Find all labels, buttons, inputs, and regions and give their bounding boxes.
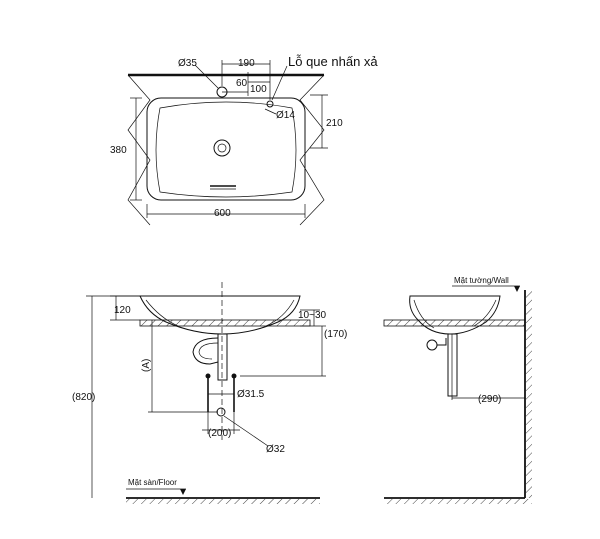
- dim-d31-5: Ø31.5: [237, 389, 265, 400]
- dim-120: 120: [114, 305, 131, 316]
- flush-hole-label: Lỗ que nhấn xả: [288, 54, 378, 69]
- side-drain-pipe: [447, 333, 458, 397]
- basin-profile-front: [139, 295, 301, 335]
- dim-60: 60: [236, 78, 248, 89]
- front-view: 120 10~30 (170) (A) (820) Ø31.5 (200) Ø3…: [72, 282, 347, 504]
- top-view: Ø35 190 60 100 Ø14 210 380 600 Lỗ que nh…: [110, 54, 378, 226]
- top-counter-break-left: [127, 74, 151, 226]
- front-countertop: [139, 319, 311, 327]
- dim-10-30: 10~30: [298, 310, 327, 321]
- basin-outer-top: [146, 97, 306, 201]
- dim-290: (290): [478, 394, 501, 405]
- front-trap: [192, 337, 219, 365]
- side-view: Mặt tường/Wall (290): [383, 276, 532, 504]
- dim-170: (170): [324, 329, 347, 340]
- top-counter-break-right: [299, 74, 325, 226]
- front-outlet: [216, 407, 226, 417]
- basin-profile-side: [409, 295, 501, 335]
- dim-d32: Ø32: [266, 444, 285, 455]
- dim-380: 380: [110, 145, 127, 156]
- dim-600: 600: [214, 208, 231, 219]
- front-drain-pipe: [217, 333, 228, 381]
- side-trap: [426, 339, 438, 351]
- dim-200: (200): [208, 428, 231, 439]
- floor-label: Mặt sàn/Floor: [128, 478, 177, 487]
- flush-hole: [266, 100, 274, 108]
- dim-a: (A): [141, 359, 152, 372]
- side-countertop: [383, 319, 526, 327]
- dim-d35: Ø35: [178, 58, 197, 69]
- dim-100: 100: [250, 84, 267, 95]
- drain-inner-circle: [217, 143, 227, 153]
- dim-210: 210: [326, 118, 343, 129]
- dim-820: (820): [72, 392, 95, 403]
- wall-label: Mặt tường/Wall: [454, 276, 509, 285]
- drain-outer-circle: [213, 139, 231, 157]
- dim-d14: Ø14: [276, 110, 295, 121]
- basin-inner-top: [155, 101, 297, 198]
- dim-190: 190: [238, 58, 255, 69]
